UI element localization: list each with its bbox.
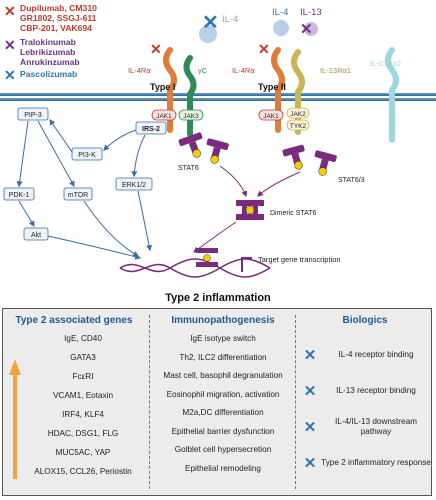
stat6-label: STAT6	[178, 165, 199, 172]
legend-drug-6: Anrukinzumab	[20, 57, 80, 67]
jak3-label: JAK3	[183, 113, 199, 120]
dimeric-stat6: Dimeric STAT6	[193, 165, 317, 253]
stat63-label: STAT6/3	[338, 177, 365, 184]
genes-column: Type 2 associated genes IgE, CD40 GATA3 …	[3, 315, 145, 479]
pascolizumab-x-icon: ✕	[202, 12, 219, 34]
immunopathogenesis-list: IgE isotype switch Th2, ILC2 differentia…	[153, 334, 293, 482]
legend-drug-1: Dupilumab, CM310	[20, 3, 97, 13]
legend-drug-2: GR1802, SSGJ-611	[20, 13, 97, 23]
pathogenesis-item: Mast cell, basophil degranulation	[163, 371, 283, 380]
type2-label: Type II	[258, 82, 286, 92]
genes-list: IgE, CD40 GATA3 FcεRI VCAM1, Eotaxin IRF…	[27, 334, 139, 486]
il4ra-label-2: IL-4Rα	[232, 66, 255, 75]
legend: ✕ Dupilumab, CM310 GR1802, SSGJ-611 CBP-…	[4, 3, 97, 83]
pathogenesis-item: Th2, ILC2 differentiation	[179, 352, 267, 362]
pdk1-label: PDK-1	[9, 192, 30, 199]
il4ra-x-icon-2: ✕	[258, 41, 270, 57]
legend-drug-7: Pascolizumab	[20, 69, 77, 79]
il4-cytokine-top: ✕ IL-4	[199, 12, 238, 43]
pathogenesis-item: Epithelial remodeling	[184, 463, 261, 473]
gc-label: γC	[198, 66, 208, 75]
pip3-label: PIP-3	[24, 112, 42, 119]
legend-drug-4: Tralokinumab	[20, 37, 76, 47]
up-arrow-icon	[9, 359, 21, 479]
pi3k-label: PI3-K	[78, 152, 96, 159]
biologic-label: IL-13 receptor binding	[336, 386, 416, 395]
akt-label: Akt	[31, 232, 41, 239]
summary-panel: Type 2 associated genes IgE, CD40 GATA3 …	[2, 308, 432, 496]
blocked-x-icon: ✕	[303, 419, 317, 436]
il4-label-right: IL-4	[272, 7, 288, 18]
gene-item: GATA3	[70, 353, 96, 362]
blocked-x-icon: ✕	[303, 455, 317, 472]
legend-x-icon-blue: ✕	[4, 67, 16, 83]
gene-item: IRF4, KLF4	[62, 410, 104, 419]
immunopathogenesis-title: Immunopathogenesis	[171, 315, 275, 326]
biologics-column: Biologics ✕ IL-4 receptor binding ✕ IL-1…	[299, 315, 431, 472]
biologic-label: Type 2 inflammatory response	[321, 458, 431, 467]
gene-item: IgE, CD40	[64, 334, 102, 343]
dna-helix: Target gene transcription	[119, 248, 341, 278]
biologic-item: ✕ Type 2 inflammatory response	[299, 445, 431, 481]
il4-label-top: IL-4	[222, 14, 238, 25]
il4-il13-cytokines: IL-4 ✕ IL-13	[272, 7, 322, 38]
signaling-diagram: ✕ Dupilumab, CM310 GR1802, SSGJ-611 CBP-…	[0, 3, 436, 278]
gene-item: FcεRI	[72, 372, 94, 381]
blocked-x-icon: ✕	[303, 347, 317, 364]
gene-item: VCAM1, Eotaxin	[52, 391, 114, 400]
il13ra2-label: IL-13Rα2	[370, 59, 401, 68]
jak2-label: JAK2	[290, 111, 306, 118]
pathogenesis-item: M2a,DC differentiation	[182, 408, 264, 417]
tyk2-label: TYK2	[290, 123, 307, 130]
pi3k-pathway: PIP-3 PI3-K PDK-1 mTOR Akt ERK1/2 IRS-2	[3, 107, 167, 260]
legend-x-icon-red: ✕	[4, 3, 16, 19]
type2-receptor: ✕ IL-4Rα IL-13Rα1 Type II JAK1 JAK2 TYK2	[232, 41, 351, 135]
erk-label: ERK1/2	[122, 182, 146, 189]
jak1-label-a: JAK1	[156, 113, 172, 120]
gene-item: ALOX15, CCL26, Periostin	[34, 467, 132, 476]
pathogenesis-item: Epithelial barrier dysfunction	[171, 426, 275, 436]
immunopathogenesis-column: Immunopathogenesis IgE isotype switch Th…	[153, 315, 293, 473]
pathogenesis-item: Eosinophil migration, activation	[166, 389, 280, 399]
il13-label: IL-13	[300, 7, 322, 18]
genes-title: Type 2 associated genes	[15, 315, 133, 326]
target-gene-label: Target gene transcription	[258, 255, 341, 264]
biologic-label: IL-4/IL-13 downstream pathway	[335, 417, 417, 436]
divider	[149, 315, 150, 489]
blocked-x-icon: ✕	[303, 383, 317, 400]
stat6-monomers: STAT6 STAT6/3	[178, 132, 365, 184]
biologic-label: IL-4 receptor binding	[338, 350, 414, 359]
type2-inflammation-title: Type 2 inflammation	[165, 292, 271, 304]
type1-receptor: ✕ IL-4Rα γC Type I JAK1 JAK3	[128, 41, 208, 137]
biologics-title: Biologics	[342, 315, 388, 326]
legend-drug-3: CBP-201, VAK694	[20, 23, 92, 33]
pathogenesis-item: IgE isotype switch	[190, 334, 256, 343]
divider	[295, 315, 296, 489]
dimeric-stat6-label: Dimeric STAT6	[270, 210, 317, 217]
legend-x-icon-purple: ✕	[4, 37, 16, 53]
biologics-list: ✕ IL-4 receptor binding ✕ IL-13 receptor…	[299, 337, 431, 481]
il13ra1-label: IL-13Rα1	[320, 66, 351, 75]
pathogenesis-item: Golblet cell hypersecretion	[174, 445, 272, 454]
gene-item: MUC5AC, YAP	[55, 448, 111, 457]
jak1-label-b: JAK1	[263, 113, 279, 120]
il4ra-label-1: IL-4Rα	[128, 66, 151, 75]
biologic-item: ✕ IL-13 receptor binding	[299, 373, 431, 409]
gene-item: HDAC, DSG1, FLG	[47, 429, 119, 438]
type1-label: Type I	[150, 82, 175, 92]
cell-membrane	[0, 93, 436, 101]
il13ra2-receptor: IL-13Rα2	[370, 47, 401, 143]
legend-drug-5: Lebrikizumab	[20, 47, 75, 57]
il4ra-x-icon-1: ✕	[150, 41, 162, 57]
biologic-item: ✕ IL-4/IL-13 downstream pathway	[299, 409, 431, 445]
biologic-item: ✕ IL-4 receptor binding	[299, 337, 431, 373]
il13-x-icon: ✕	[300, 21, 313, 38]
mtor-label: mTOR	[68, 192, 88, 199]
irs2-label: IRS-2	[142, 126, 160, 133]
